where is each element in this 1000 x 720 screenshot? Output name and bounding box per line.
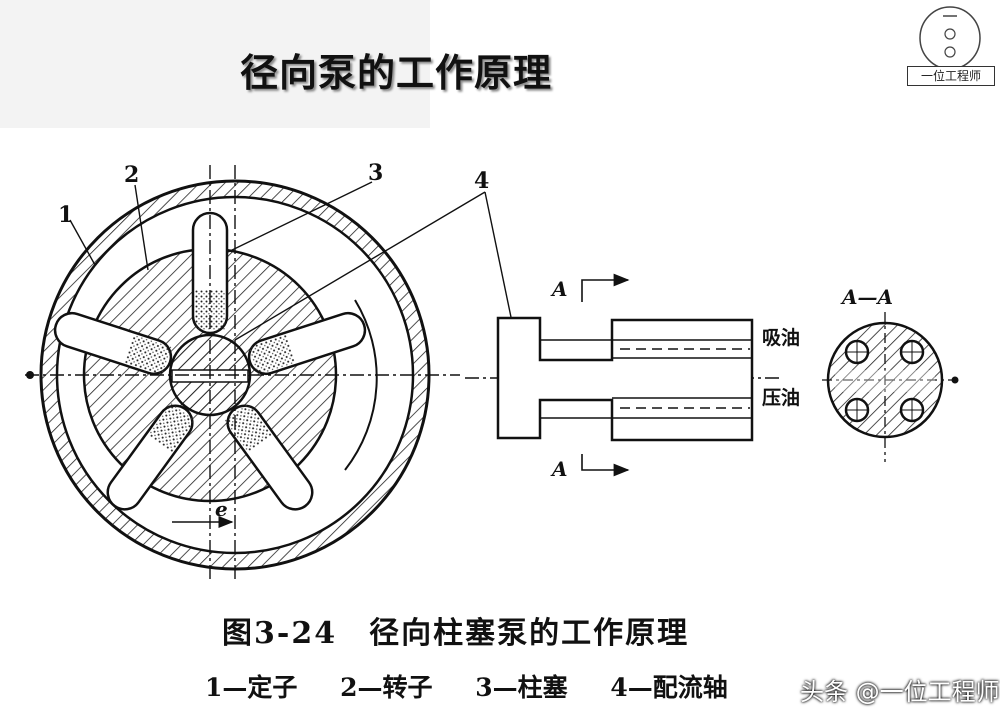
eccentricity-dimension: e bbox=[172, 497, 234, 528]
callout-4: 4 bbox=[474, 168, 489, 194]
figure-legend: 1—定子 2—转子 3—柱塞 4—配流轴 bbox=[205, 668, 805, 704]
section-marker-top: A bbox=[550, 273, 630, 302]
figure-caption: 图3-24 径向柱塞泵的工作原理 bbox=[222, 616, 690, 651]
slide-title: 径向泵的工作原理 bbox=[240, 51, 553, 95]
suction-label: 吸油 bbox=[762, 327, 800, 349]
legend-item: 4—配流轴 bbox=[610, 673, 728, 702]
logo-text: 一位工程师 bbox=[907, 66, 995, 86]
watermark: 头条 @一位工程师 bbox=[800, 678, 1000, 706]
section-marker-bottom: A bbox=[550, 454, 630, 481]
plunger bbox=[106, 402, 196, 511]
title-band bbox=[0, 0, 430, 128]
legend-item: 2—转子 bbox=[340, 673, 433, 702]
centerlines bbox=[25, 165, 460, 580]
legend-item: 3—柱塞 bbox=[475, 673, 568, 702]
callout-3: 3 bbox=[368, 160, 383, 186]
callout-1: 1 bbox=[58, 202, 73, 228]
plunger bbox=[247, 311, 367, 376]
callout-leaders bbox=[69, 181, 513, 341]
legend-item: 1—定子 bbox=[205, 673, 298, 702]
section-title: A—A bbox=[840, 285, 893, 309]
distribution-shaft-side bbox=[465, 316, 780, 442]
eccentricity-label: e bbox=[215, 497, 228, 521]
section-marker-bottom-label: A bbox=[550, 457, 568, 481]
pressure-label: 压油 bbox=[762, 387, 800, 409]
section-view: A—A bbox=[822, 285, 962, 462]
section-marker-top-label: A bbox=[550, 277, 568, 301]
callout-2: 2 bbox=[124, 162, 139, 188]
plunger bbox=[53, 311, 173, 376]
